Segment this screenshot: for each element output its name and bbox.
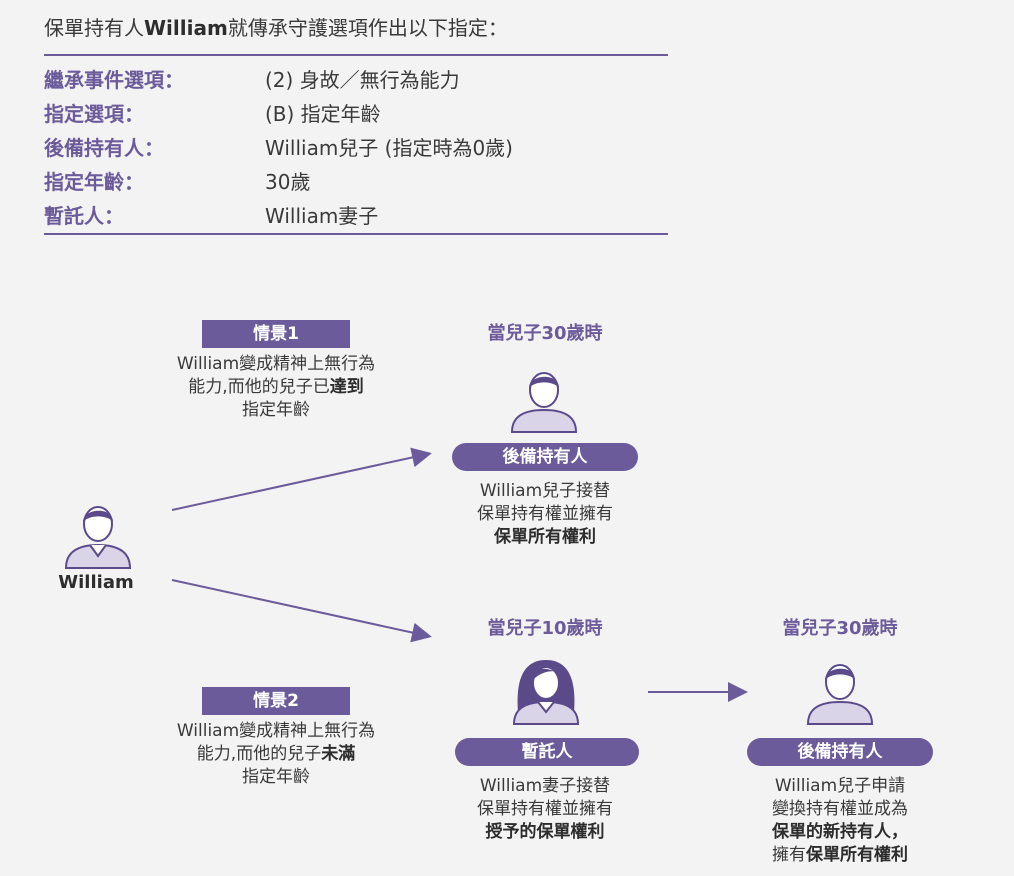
outcome1-role-badge: 後備持有人	[452, 443, 638, 471]
setting-label-age: 指定年齡：	[44, 170, 144, 194]
setting-label-custodian: 暫託人：	[44, 204, 124, 228]
wife-person-icon	[512, 660, 580, 725]
scenario2-tag: 情景2	[202, 687, 350, 715]
outcome2-when: 當兒子10歲時	[487, 618, 603, 639]
william-person-icon	[64, 506, 132, 569]
setting-value-event: (2) 身故／無行為能力	[265, 68, 460, 92]
scenario2-text: William變成精神上無行為 能力,而他的兒子未滿 指定年齡	[146, 720, 406, 789]
scenario1-line2: 能力,而他的兒子已達到	[188, 377, 364, 397]
intro-name: William	[144, 16, 228, 40]
scenario2-line3: 指定年齡	[242, 767, 310, 787]
setting-value-option: (B) 指定年齡	[265, 102, 381, 126]
arrow-to-outcome1	[171, 447, 432, 511]
scenario2-line1: William變成精神上無行為	[176, 721, 376, 741]
setting-label-event: 繼承事件選項：	[44, 68, 184, 92]
son-adult-icon	[510, 372, 578, 433]
arrow-to-outcome2	[171, 579, 432, 643]
intro-text: 保單持有人William就傳承守護選項作出以下指定：	[44, 12, 508, 41]
outcome3-desc: William兒子申請 變換持有權並成為 保單的新持有人， 擁有保單所有權利	[772, 776, 908, 865]
outcome1-desc: William兒子接替 保單持有權並擁有 保單所有權利	[477, 481, 613, 547]
setting-label-contingent: 後備持有人：	[44, 136, 164, 160]
outcome3-when: 當兒子30歲時	[782, 618, 898, 639]
scenario1-line3: 指定年齡	[242, 400, 310, 420]
william-label: William	[58, 572, 134, 593]
outcome2-desc: William妻子接替 保單持有權並擁有 授予的保單權利	[477, 776, 613, 842]
intro-suffix: 就傳承守護選項作出以下指定：	[227, 16, 508, 40]
setting-value-custodian: William妻子	[265, 204, 379, 228]
top-divider	[44, 54, 668, 56]
setting-label-option: 指定選項：	[44, 102, 144, 126]
intro-prefix: 保單持有人	[44, 16, 144, 40]
outcome2-role-badge: 暫託人	[455, 738, 639, 766]
outcome1-when: 當兒子30歲時	[487, 323, 603, 344]
scenario1-tag: 情景1	[202, 320, 350, 348]
outcome3-role-badge: 後備持有人	[747, 738, 933, 766]
bottom-divider	[44, 233, 668, 235]
scenario1-line1: William變成精神上無行為	[176, 354, 376, 374]
setting-value-age: 30歲	[265, 170, 311, 194]
scenario1-text: William變成精神上無行為 能力,而他的兒子已達到 指定年齡	[146, 353, 406, 422]
setting-value-contingent: William兒子 (指定時為0歲)	[265, 136, 513, 160]
son-grown-icon	[806, 664, 874, 725]
scenario2-line2: 能力,而他的兒子未滿	[196, 744, 356, 764]
